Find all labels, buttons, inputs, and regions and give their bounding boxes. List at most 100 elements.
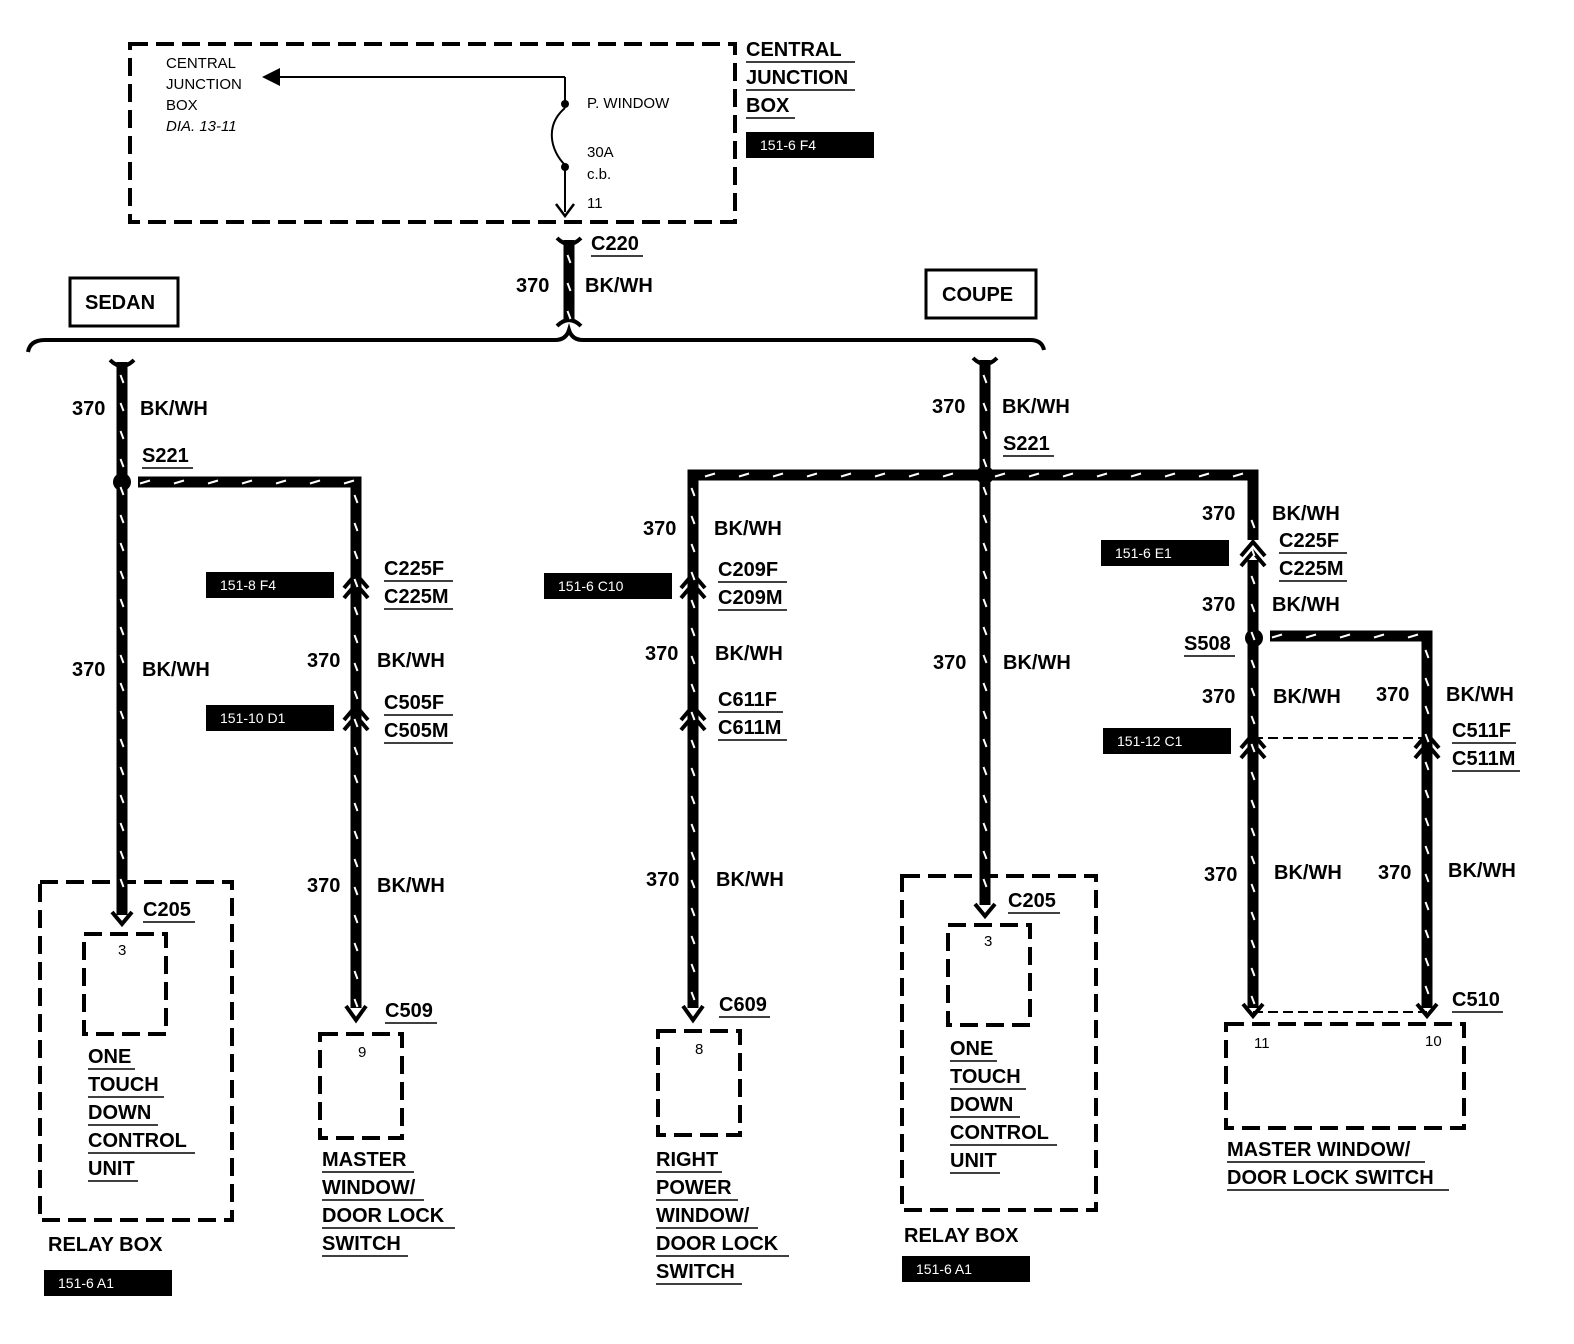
wire-stripe [119, 766, 125, 776]
wire-stripe [1424, 901, 1430, 911]
circuit-breaker-symbol [550, 107, 566, 166]
coupe-relay-ref-tag [902, 1256, 1030, 1282]
wire-stripe [982, 598, 988, 608]
sedan-top-color: BK/WH [140, 398, 208, 420]
wire-stripe [1250, 855, 1256, 865]
sedan-c225m: C225M [384, 586, 448, 608]
coupe-ms-right-circuit: 370 [1376, 684, 1409, 706]
wire-stripe [982, 794, 988, 804]
sedan-left-color: BK/WH [142, 659, 210, 681]
sedan-label-box [68, 276, 180, 328]
coupe-unit-1: ONE [950, 1038, 993, 1060]
wire-stripe [1250, 827, 1256, 837]
coupe-rb-pin: 8 [695, 1041, 703, 1058]
coupe-center-color: BK/WH [1003, 652, 1071, 674]
wire-stripe [1339, 633, 1351, 639]
wire-stripe [1250, 715, 1256, 725]
coupe-c209f: C209F [718, 559, 778, 581]
sedan-c225-ref: 151-8 F4 [220, 577, 276, 593]
wire-stripe [139, 479, 151, 485]
wire-stripe [343, 479, 355, 485]
wire-stripe [353, 942, 359, 952]
wire-stripe [566, 254, 572, 264]
wire-stripe [806, 472, 818, 478]
coupe-unit-5: UNIT [950, 1150, 997, 1172]
wire-stripe [982, 542, 988, 552]
wire-stripe [690, 739, 696, 749]
cjb-line-4: DIA. 13-11 [166, 118, 237, 135]
coupe-c225-ref: 151-6 E1 [1115, 545, 1172, 561]
wire-stripe [1424, 985, 1430, 995]
wire-stripe [982, 402, 988, 412]
coupe-c511-ref-tag [1103, 728, 1231, 754]
wire-stripe [690, 851, 696, 861]
coupe-unit-2: TOUCH [950, 1066, 1021, 1088]
wire-stripe [690, 599, 696, 609]
coupe-c611m: C611M [718, 717, 781, 739]
cjb-line-3: BOX [166, 97, 198, 114]
coupe-unit-4: CONTROL [950, 1122, 1049, 1144]
wire-stripe [1424, 873, 1430, 883]
coupe-title: COUPE [942, 284, 1013, 306]
coupe-ms-c1-circuit: 370 [1202, 594, 1235, 616]
wire-stripe [982, 626, 988, 636]
fuse-name: P. WINDOW [587, 95, 670, 112]
sedan-c225f: C225F [384, 558, 444, 580]
variant-brace [26, 323, 1046, 353]
wire-stripe [119, 514, 125, 524]
coupe-rb-line-5: SWITCH [656, 1261, 735, 1283]
wire-stripe [690, 683, 696, 693]
wire-stripe [119, 430, 125, 440]
coupe-top-color: BK/WH [1002, 396, 1070, 418]
coupe-rb-low-color: BK/WH [716, 869, 784, 891]
wire-stripe [119, 878, 125, 888]
wire-stripe [690, 515, 696, 525]
wire-stripe [1250, 575, 1256, 585]
coupe-label-box [924, 268, 1038, 320]
coupe-c511m: C511M [1452, 748, 1515, 770]
coupe-splice: S221 [1003, 433, 1050, 455]
coupe-c511-ref: 151-12 C1 [1117, 733, 1183, 749]
feed-color: BK/WH [585, 275, 653, 297]
sedan-mid-color: BK/WH [377, 650, 445, 672]
coupe-ms-top-color: BK/WH [1272, 503, 1340, 525]
wire-stripe [690, 711, 696, 721]
wire-stripe [353, 886, 359, 896]
wire-stripe [1305, 633, 1317, 639]
wire-stripe [840, 472, 852, 478]
sedan-relay-ref: 151-6 A1 [58, 1275, 114, 1291]
cjb-line-1: CENTRAL [166, 55, 236, 72]
wire-stripe [353, 550, 359, 560]
coupe-rb-top-circuit: 370 [643, 518, 676, 540]
coupe-master-switch-box [1224, 1022, 1466, 1130]
wire-stripe [1424, 817, 1430, 827]
wire-stripe [119, 626, 125, 636]
wire-stripe [353, 494, 359, 504]
wire-stripe [1271, 633, 1283, 639]
fuse-type: c.b. [587, 166, 611, 183]
wire-stripe [353, 634, 359, 644]
coupe-c225-ref-tag [1101, 540, 1229, 566]
wire-stripe-marks [119, 254, 1430, 1008]
wire-stripe [353, 662, 359, 672]
wire-stripe [1424, 677, 1430, 687]
sedan-c225-ref-tag [206, 572, 334, 598]
wire-stripe [1250, 799, 1256, 809]
wire-stripe [353, 578, 359, 588]
fuse-terminal-bottom [561, 163, 569, 171]
wire-stripe [353, 522, 359, 532]
central-junction-box-outline [128, 42, 737, 224]
coupe-ms-right-low-color: BK/WH [1448, 860, 1516, 882]
wire-stripe [119, 458, 125, 468]
central-junction-box: CENTRAL JUNCTION BOX DIA. 13-11 P. WINDO… [128, 39, 874, 224]
cjb-arrow-head [262, 68, 280, 86]
wire-stripe [982, 458, 988, 468]
wire-stripe [982, 682, 988, 692]
wire-stripe [908, 472, 920, 478]
wire-stripe [772, 472, 784, 478]
coupe-c209m: C209M [718, 587, 782, 609]
wire-stripe [1250, 659, 1256, 669]
wire-stripe [982, 570, 988, 580]
wire-stripe [353, 746, 359, 756]
coupe-c225f: C225F [1279, 530, 1339, 552]
